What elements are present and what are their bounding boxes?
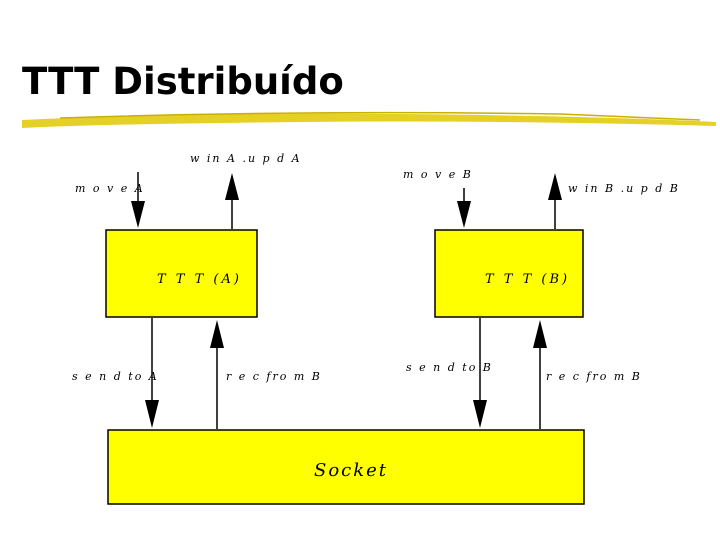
label-sendtoB: s e n d to B: [406, 361, 493, 374]
arrow-winA-updA: [225, 173, 239, 229]
arrow-sendtoA: [145, 318, 159, 428]
label-recfromB-right: r e c fro m B: [546, 370, 642, 383]
label-recfromB-left: r e c fro m B: [226, 370, 322, 383]
arrow-recfromB-left: [210, 320, 224, 429]
arrow-moveA: [131, 172, 145, 228]
socket-label: Socket: [314, 460, 388, 481]
title-underline: [22, 111, 716, 128]
arrow-moveB: [457, 188, 471, 228]
socket-box: [107, 429, 585, 505]
ttt-a-box: [105, 229, 258, 318]
arrow-recfromB-right: [533, 320, 547, 429]
label-winA-updA: w in A .u p d A: [190, 152, 302, 165]
label-moveB: m o v e B: [403, 168, 473, 181]
label-moveA: m o v e A: [75, 182, 145, 195]
ttt-b-label: T T T (B): [485, 272, 570, 287]
label-winB-updB: w in B .u p d B: [568, 182, 680, 195]
ttt-a-label: T T T (A): [157, 272, 242, 287]
arrow-winB-updB: [548, 173, 562, 229]
slide-title: TTT Distribuído: [22, 60, 344, 103]
label-sendtoA: s e n d to A: [72, 370, 159, 383]
ttt-b-box: [434, 229, 584, 318]
arrow-sendtoB: [473, 318, 487, 428]
